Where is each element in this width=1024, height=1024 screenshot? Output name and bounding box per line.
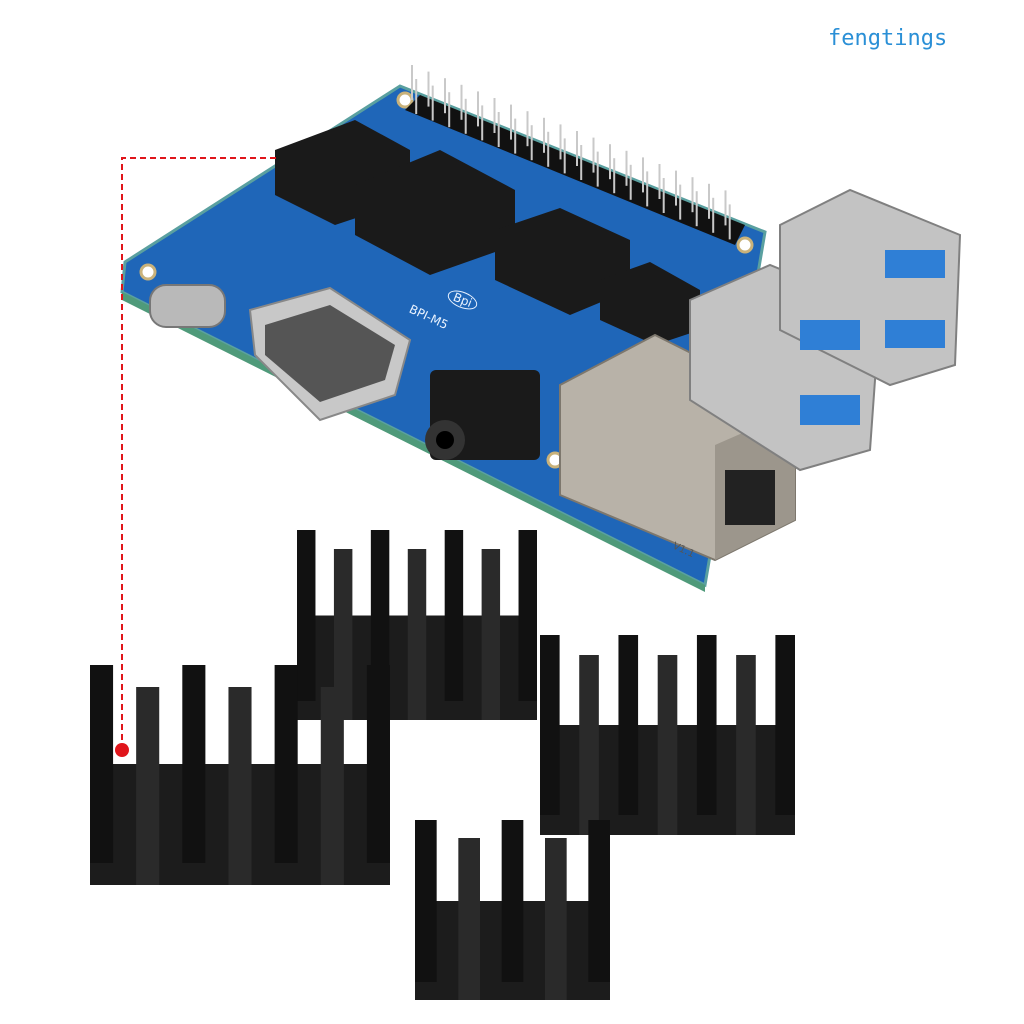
heatsink-right xyxy=(540,635,795,835)
loose-heatsinks xyxy=(90,530,795,1000)
heatsink-small xyxy=(415,820,610,1000)
watermark: fengtings xyxy=(828,26,948,51)
usb-ports xyxy=(689,188,962,472)
leader-line xyxy=(121,157,280,750)
heatsink-top xyxy=(297,530,537,720)
heatsink-large xyxy=(90,665,390,885)
gpio-header xyxy=(405,65,745,245)
leader-dot xyxy=(115,743,129,757)
board-heatsinks xyxy=(275,120,700,345)
mounting-holes xyxy=(139,91,754,469)
usb-c-port xyxy=(149,284,226,328)
